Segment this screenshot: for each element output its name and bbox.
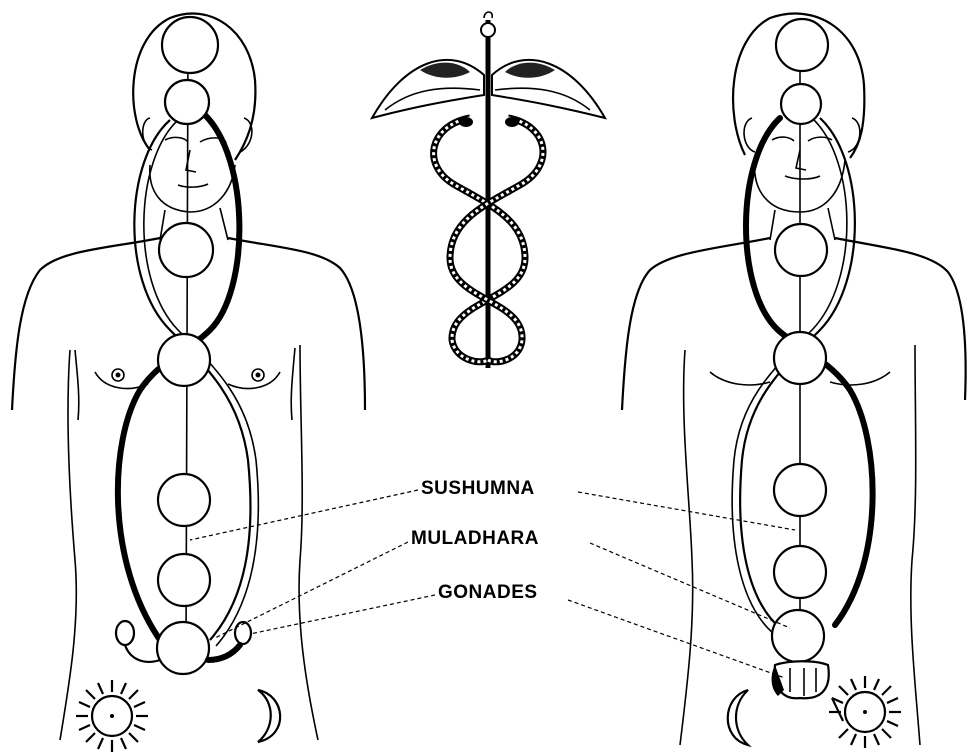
left-gonad-left <box>116 621 134 645</box>
muladhara-leader-right <box>590 543 790 628</box>
right-brow-chakra <box>781 84 821 124</box>
right-throat-chakra <box>775 224 827 276</box>
left-heart-chakra <box>158 334 210 386</box>
right-root-chakra <box>772 610 824 662</box>
right-sun-icon <box>829 676 901 748</box>
right-crescent-moon-icon <box>728 690 748 745</box>
gonades-leader-left <box>250 595 435 634</box>
muladhara-label: MULADHARA <box>408 528 542 550</box>
left-gonad-right <box>235 622 251 644</box>
right-crown-chakra <box>776 19 828 71</box>
left-crown-chakra <box>162 17 218 73</box>
left-throat-chakra <box>159 223 213 277</box>
left-crescent-moon-icon <box>258 690 280 742</box>
left-sacral-chakra <box>158 554 210 606</box>
sushumna-leader-right <box>578 492 795 530</box>
sushumna-label: SUSHUMNA <box>418 478 538 500</box>
left-root-chakra <box>157 622 209 674</box>
right-sacral-chakra <box>774 546 826 598</box>
left-brow-chakra <box>165 80 209 124</box>
sushumna-leader-left <box>190 490 418 540</box>
left-solar-chakra <box>158 474 210 526</box>
right-heart-chakra <box>774 332 826 384</box>
left-sun-icon <box>76 680 148 752</box>
muladhara-leader-left <box>215 542 408 638</box>
right-gonads <box>775 661 829 698</box>
left-figure <box>12 13 365 752</box>
right-solar-chakra <box>774 464 826 516</box>
caduceus-icon <box>372 12 605 368</box>
gonades-label: GONADES <box>435 582 541 604</box>
